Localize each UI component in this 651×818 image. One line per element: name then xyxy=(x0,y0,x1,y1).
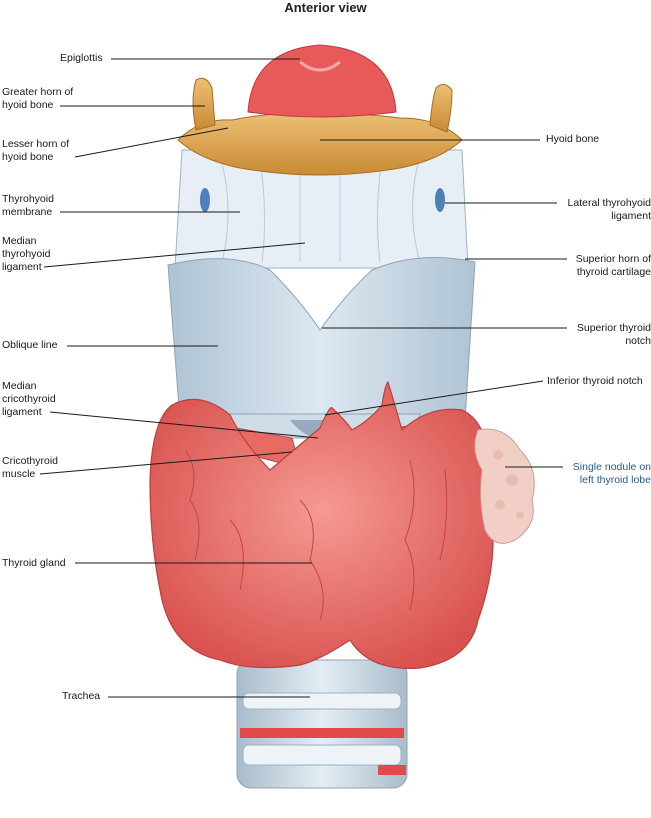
trachea-shape xyxy=(236,659,408,789)
thyroid-gland-shape xyxy=(149,380,494,670)
figure-title: Anterior view xyxy=(284,0,367,15)
label-greater-horn: Greater horn of hyoid bone xyxy=(2,86,74,111)
epiglottis-shape xyxy=(247,44,397,118)
label-single-nodule: Single nodule on left thyroid lobe xyxy=(572,461,651,486)
thyroid-nodule-shape xyxy=(474,428,535,544)
label-lateral-thyrohyoid: Lateral thyrohyoid ligament xyxy=(567,197,651,222)
leader-lines xyxy=(39,58,567,698)
label-epiglottis: Epiglottis xyxy=(60,52,103,64)
label-thyrohyoid-membrane: Thyrohyoid membrane xyxy=(2,193,54,218)
label-inferior-notch: Inferior thyroid notch xyxy=(547,375,643,387)
label-hyoid-bone: Hyoid bone xyxy=(546,133,600,145)
label-superior-notch: Superior thyroid notch xyxy=(576,322,651,347)
label-lesser-horn: Lesser horn of hyoid bone xyxy=(2,138,70,163)
label-trachea: Trachea xyxy=(62,690,101,702)
hyoid-bone-shape xyxy=(177,77,463,176)
label-thyroid-gland: Thyroid gland xyxy=(2,557,66,569)
label-oblique-line: Oblique line xyxy=(2,339,58,351)
label-cricothyroid-muscle: Cricothyroid muscle xyxy=(2,455,59,480)
label-median-cricothyroid: Median cricothyroid ligament xyxy=(2,380,56,418)
label-median-thyrohyoid: Median thyrohyoid ligament xyxy=(2,235,51,273)
label-superior-horn: Superior horn of thyroid cartilage xyxy=(575,253,651,278)
